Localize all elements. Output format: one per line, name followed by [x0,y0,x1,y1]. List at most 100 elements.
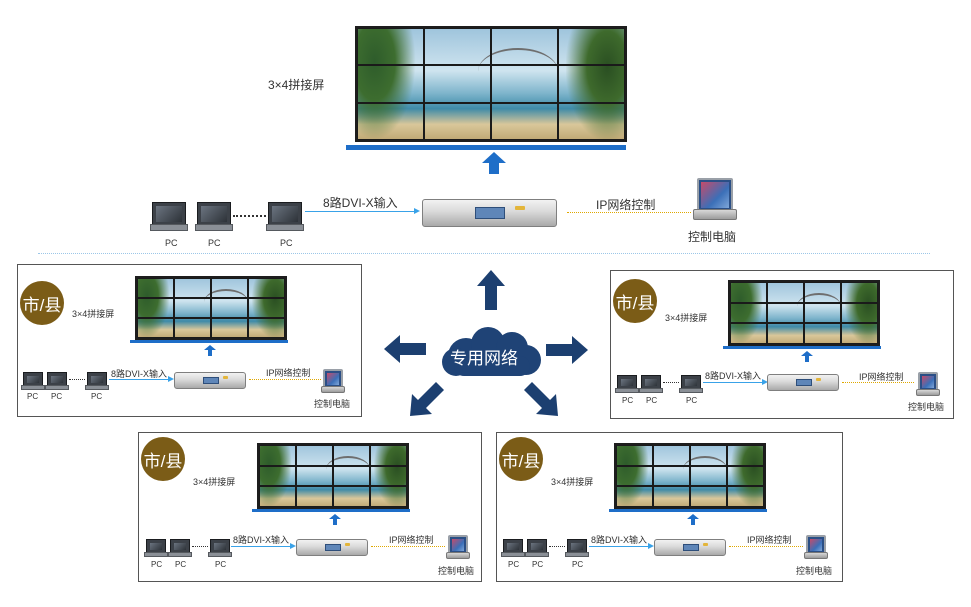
input-label: 8路DVI-X输入 [705,371,762,381]
pc-monitor-icon [168,539,192,557]
region-badge: 市/县 [499,437,543,481]
up-arrow-icon [329,514,341,525]
pc-monitor-icon [85,372,109,390]
input-label: 8路DVI-X输入 [591,535,648,545]
input-label: 8路DVI-X输入 [323,196,398,210]
pc-label: PC [27,392,39,401]
separator-line [38,253,930,254]
laptop-label: 控制电脑 [688,230,737,244]
pc-monitor-icon [679,375,703,393]
pc-ellipsis [192,546,208,547]
matrix-device-icon [422,199,557,227]
pc-monitor-icon [639,375,663,393]
pc-ellipsis [69,379,85,380]
input-arrow [589,543,654,549]
arrow-icon [546,336,588,364]
pc-label: PC [208,238,221,248]
control-line [729,546,803,547]
matrix-device-icon [654,539,726,556]
matrix-device-icon [767,374,839,391]
wall-label: 3×4拼接屏 [551,477,594,487]
laptop-icon [321,369,345,393]
laptop-label: 控制电脑 [438,566,475,576]
up-arrow-icon [687,514,699,525]
pc-label: PC [532,560,544,569]
pc-label: PC [165,238,178,248]
laptop-label: 控制电脑 [314,399,351,409]
pc-label: PC [215,560,227,569]
pc-label: PC [508,560,520,569]
pc-label: PC [151,560,163,569]
wall-stand-bar [346,145,626,150]
control-label: IP网络控制 [266,368,311,378]
wall-label: 3×4拼接屏 [72,309,115,319]
laptop-label: 控制电脑 [908,402,945,412]
pc-ellipsis [663,382,679,383]
video-wall-icon [135,276,287,340]
control-line [371,546,445,547]
laptop-icon [446,535,470,559]
pc-label: PC [646,396,658,405]
pc-monitor-icon [525,539,549,557]
pc-label: PC [686,396,698,405]
pc-monitor-icon [501,539,525,557]
laptop-icon [804,535,828,559]
arrow-icon [410,382,444,416]
input-arrow [231,543,296,549]
control-line [567,212,691,213]
video-wall-icon [257,443,409,509]
region-panel: 市/县 3×4拼接屏 PC PC PC 8路DVI-X输入 IP网络控制 控制电… [496,432,843,582]
input-arrow [703,379,768,385]
region-badge: 市/县 [141,437,185,481]
up-arrow-icon [482,152,506,174]
up-arrow-icon [801,351,813,362]
pc-label: PC [91,392,103,401]
pc-label: PC [572,560,584,569]
pc-monitor-icon [208,539,232,557]
pc-monitor-icon [565,539,589,557]
laptop-icon [916,372,940,396]
pc-monitor-icon [45,372,69,390]
wall-label: 3×4拼接屏 [193,477,236,487]
laptop-icon [693,178,737,220]
input-arrow [109,376,174,382]
wall-stand-bar [130,340,288,343]
input-arrow [305,208,420,214]
wall-stand-bar [723,346,881,349]
region-badge: 市/县 [613,279,657,323]
cloud-icon [442,327,541,376]
laptop-label: 控制电脑 [796,566,833,576]
control-label: IP网络控制 [747,535,792,545]
pc-label: PC [622,396,634,405]
pc-ellipsis [233,215,266,217]
region-badge: 市/县 [20,281,64,325]
control-label: IP网络控制 [389,535,434,545]
wall-label: 3×4拼接屏 [665,313,708,323]
pc-label: PC [280,238,293,248]
arrow-icon [477,270,505,310]
network-label: 专用网络 [450,349,518,368]
wall-label: 3×4拼接屏 [268,78,325,92]
wall-stand-bar [252,509,410,512]
region-panel: 市/县 3×4拼接屏 PC PC PC 8路DVI-X输入 IP网络控制 控制电… [17,264,362,417]
pc-monitor-icon [21,372,45,390]
input-label: 8路DVI-X输入 [111,369,168,379]
up-arrow-icon [204,345,216,356]
arrow-icon [524,382,558,416]
region-panel: 市/县 3×4拼接屏 PC PC PC 8路DVI-X输入 IP网络控制 控制电… [610,270,954,419]
arrow-icon [384,335,426,363]
video-wall-icon [614,443,766,509]
pc-monitor-icon [266,202,304,232]
region-panel: 市/县 3×4拼接屏 PC PC PC 8路DVI-X输入 IP网络控制 控制电… [138,432,482,582]
pc-monitor-icon [144,539,168,557]
control-line [249,379,321,380]
pc-ellipsis [549,546,565,547]
control-line [842,382,914,383]
pc-monitor-icon [195,202,233,232]
wall-stand-bar [609,509,767,512]
matrix-device-icon [174,372,246,389]
video-wall-icon [355,26,627,142]
pc-monitor-icon [150,202,188,232]
control-label: IP网络控制 [596,198,656,212]
pc-label: PC [175,560,187,569]
